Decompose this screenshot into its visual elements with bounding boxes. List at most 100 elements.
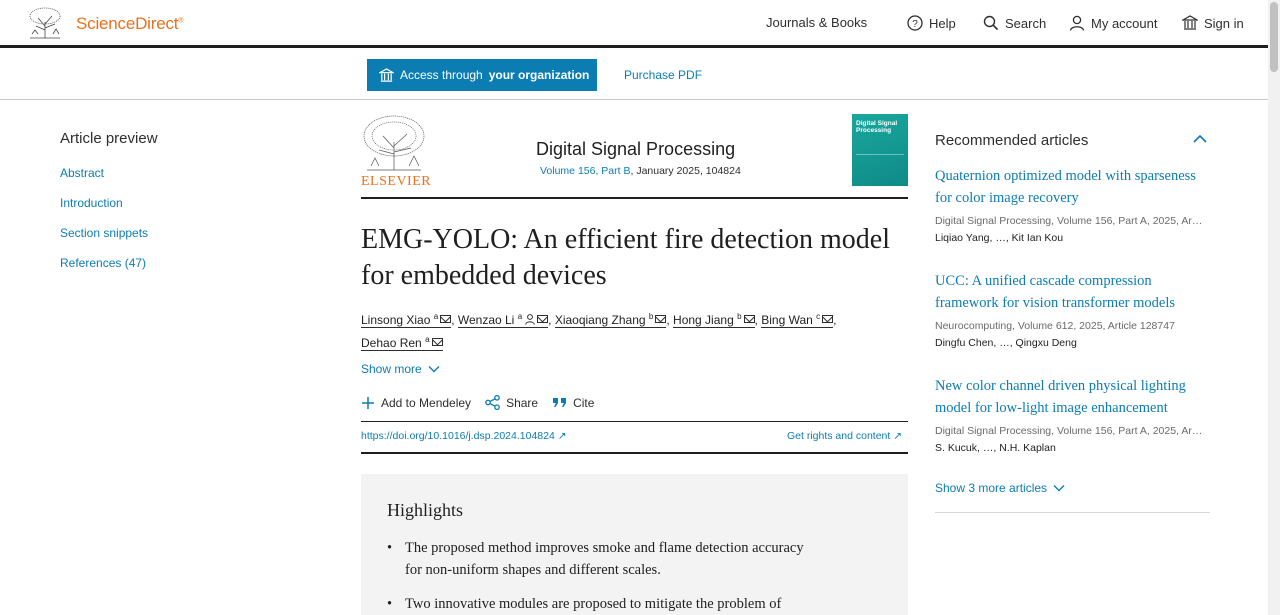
nav-signin-label: Sign in	[1204, 15, 1244, 31]
access-through-organization-button[interactable]: Access through your organization	[367, 59, 597, 91]
author-affiliation: a	[425, 335, 430, 344]
recommended-article-title[interactable]: UCC: A unified cascade compression frame…	[935, 273, 1175, 311]
author-affiliation: b	[737, 312, 742, 321]
author-affiliation: a	[517, 312, 523, 321]
help-icon: ?	[907, 15, 923, 31]
journal-cover-image[interactable]: Digital Signal Processing	[852, 114, 908, 186]
doi-link[interactable]: https://doi.org/10.1016/j.dsp.2024.10482…	[361, 430, 567, 442]
mendeley-label: Add to Mendeley	[381, 395, 472, 410]
external-link-icon: ↗	[893, 430, 903, 442]
author-name: Bing Wan	[761, 313, 813, 327]
brand-name[interactable]: ScienceDirect®	[76, 14, 183, 34]
recommended-article-source: Digital Signal Processing, Volume 156, P…	[935, 215, 1203, 227]
author-affiliation: b	[648, 312, 654, 321]
author-link[interactable]: Wenzao Li a	[457, 312, 549, 328]
brand-text: ScienceDirect	[76, 14, 179, 33]
corresponding-author-icon	[525, 314, 536, 325]
get-rights-link[interactable]: Get rights and content ↗	[787, 430, 902, 442]
toc-item-section-snippets[interactable]: Section snippets	[60, 226, 149, 240]
author-link[interactable]: Dehao Ren a	[361, 335, 443, 351]
show-more-label: Show more	[361, 362, 422, 376]
access-button-prefix: Access through	[400, 68, 483, 82]
highlights-list: The proposed method improves smoke and f…	[387, 537, 882, 615]
recommended-article-title[interactable]: Quaternion optimized model with sparsene…	[935, 168, 1196, 206]
author-affiliation: a	[433, 312, 439, 321]
recommended-article: Quaternion optimized model with sparsene…	[935, 165, 1210, 244]
nav-search[interactable]: Search	[983, 15, 1046, 31]
nav-help[interactable]: ? Help	[907, 15, 956, 31]
journal-divider	[361, 197, 908, 199]
search-icon	[983, 15, 999, 31]
plus-icon	[362, 396, 374, 409]
header-divider	[0, 45, 1268, 48]
recommended-article: New color channel driven physical lighti…	[935, 375, 1210, 454]
share-icon	[485, 395, 500, 410]
elsevier-tree-logo[interactable]	[26, 6, 64, 40]
show-more-articles-button[interactable]: Show 3 more articles	[935, 481, 1065, 495]
nav-journals-books[interactable]: Journals & Books	[766, 15, 867, 30]
toc-item-references[interactable]: References (47)	[60, 256, 147, 270]
highlights-section: Highlights The proposed method improves …	[361, 474, 908, 615]
author-name: Xiaoqiang Zhang	[554, 313, 646, 327]
journal-title[interactable]: Digital Signal Processing	[536, 139, 736, 159]
author-name: Hong Jiang	[673, 313, 734, 327]
share-label: Share	[506, 395, 539, 410]
chevron-down-icon	[428, 366, 440, 373]
institution-icon	[379, 67, 394, 82]
nav-search-label: Search	[1005, 15, 1047, 31]
add-to-mendeley-button[interactable]: Add to Mendeley	[361, 395, 471, 410]
article-actions: Add to Mendeley Share Cite	[361, 395, 594, 410]
mail-icon	[537, 315, 549, 323]
recommended-article-title[interactable]: New color channel driven physical lighti…	[935, 378, 1186, 416]
author-link[interactable]: Bing Wan c	[761, 312, 834, 328]
cite-button[interactable]: Cite	[552, 395, 594, 410]
toc-item-abstract[interactable]: Abstract	[60, 166, 105, 180]
author-affiliation: c	[816, 312, 821, 321]
user-icon	[1069, 15, 1085, 31]
author-link[interactable]: Xiaoqiang Zhang b	[554, 312, 667, 328]
recommended-article-authors: Liqiao Yang, …, Kit Ian Kou	[935, 232, 1064, 244]
share-button[interactable]: Share	[485, 395, 538, 410]
nav-journals-label: Journals & Books	[766, 15, 868, 30]
highlight-item: Two innovative modules are proposed to m…	[387, 593, 807, 615]
show-more-authors-button[interactable]: Show more	[361, 362, 440, 376]
actions-divider	[361, 421, 908, 422]
recommended-article: UCC: A unified cascade compression frame…	[935, 270, 1210, 349]
author-name: Linsong Xiao	[361, 313, 431, 327]
site-header: ScienceDirect® Journals & Books ? Help S…	[0, 0, 1268, 46]
chevron-down-icon	[1053, 485, 1065, 492]
show-more-articles-label: Show 3 more articles	[935, 481, 1048, 495]
recommended-article-authors: S. Kucuk, …, N.H. Kaplan	[935, 442, 1056, 454]
purchase-pdf-link[interactable]: Purchase PDF	[624, 68, 703, 82]
author-name: Dehao Ren	[361, 336, 422, 350]
chevron-up-icon[interactable]	[1192, 133, 1208, 145]
mail-icon	[431, 338, 443, 346]
volume-link[interactable]: Volume 156, Part B	[540, 165, 631, 177]
quote-icon	[553, 398, 567, 407]
author-link[interactable]: Linsong Xiao a	[361, 312, 452, 328]
toc-item-introduction[interactable]: Introduction	[60, 196, 123, 210]
elsevier-publisher-logo[interactable]	[361, 114, 427, 188]
cover-title: Digital Signal Processing	[856, 120, 898, 134]
recommended-divider	[935, 512, 1210, 513]
svg-text:?: ?	[912, 19, 918, 30]
scrollbar-thumb[interactable]	[1270, 2, 1278, 72]
external-link-icon: ↗	[557, 430, 567, 442]
highlight-item: The proposed method improves smoke and f…	[387, 537, 807, 581]
access-bar: Access through your organization Purchas…	[0, 48, 1268, 100]
doi-text: https://doi.org/10.1016/j.dsp.2024.10482…	[361, 430, 555, 442]
nav-help-label: Help	[929, 15, 956, 31]
author-list: Linsong Xiao a, Wenzao Li a, Xiaoqiang Z…	[361, 312, 837, 351]
mail-icon	[743, 315, 755, 323]
journal-issue-line: Volume 156, Part B, January 2025, 104824	[540, 165, 741, 177]
nav-my-account[interactable]: My account	[1069, 15, 1157, 31]
nav-sign-in[interactable]: Sign in	[1182, 15, 1244, 31]
page-scrollbar[interactable]	[1268, 0, 1280, 615]
doi-divider	[361, 452, 908, 454]
cover-decoration	[856, 154, 904, 178]
article-title: EMG-YOLO: An efficient fire detection mo…	[361, 224, 890, 291]
author-link[interactable]: Hong Jiang b	[673, 312, 755, 328]
cite-label: Cite	[573, 395, 595, 410]
nav-account-label: My account	[1091, 15, 1158, 31]
recommended-article-authors: Dingfu Chen, …, Qingxu Deng	[935, 337, 1077, 349]
